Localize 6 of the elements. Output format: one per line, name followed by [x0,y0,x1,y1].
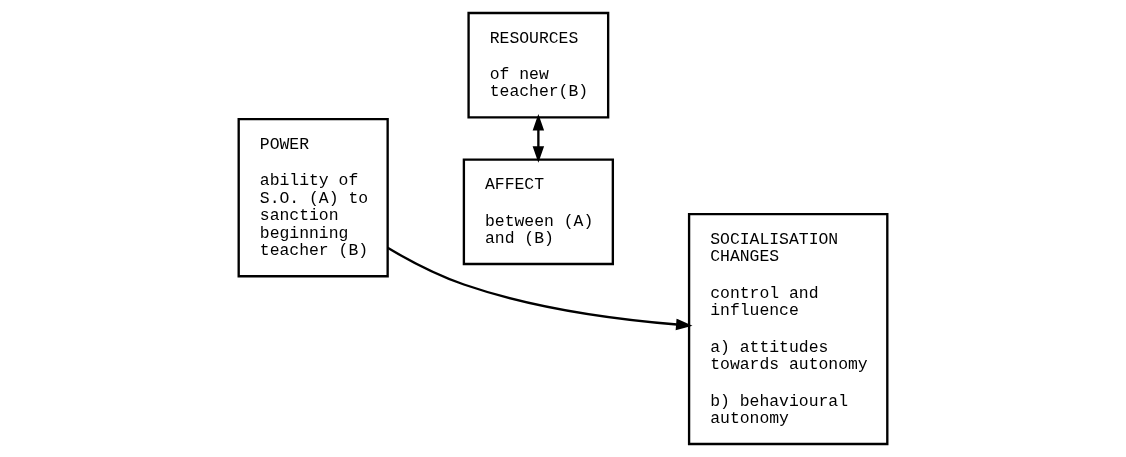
node-box: RESOURCES of new teacher(B) [467,11,610,119]
node-box: POWER ability of S.O. (A) to sanction beginning teacher (B) [237,117,389,278]
node-box: AFFECT between (A) and (B) [462,158,615,266]
node-box: SOCIALISATION CHANGES control and influence a) attitudes towards autonomy b) behavioural autonomy [687,212,889,446]
arrow [532,114,545,163]
arrow [387,246,693,331]
